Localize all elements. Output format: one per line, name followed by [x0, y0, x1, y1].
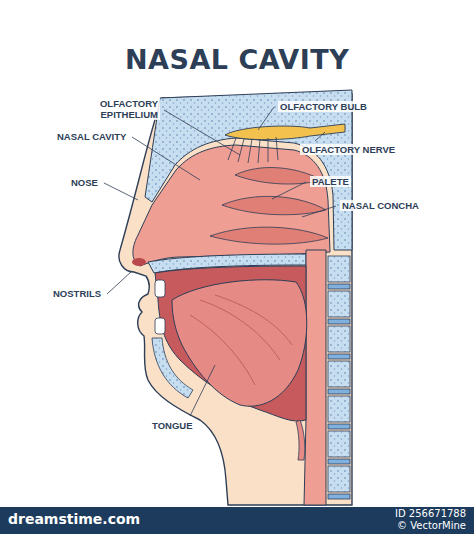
part-label: TONGUE — [150, 420, 194, 431]
diagram-title: NASAL CAVITY — [125, 44, 349, 75]
part-label: OLFACTORY EPITHELIUM — [72, 98, 160, 120]
part-label: NASAL CAVITY — [55, 131, 128, 142]
part-label: OLFACTORY BULB — [278, 101, 369, 112]
part-label: NOSE — [69, 177, 100, 188]
author-credit: © VectorMine — [397, 520, 466, 531]
part-label: NOSTRILS — [51, 288, 103, 299]
watermark: dreamstime.com — [8, 511, 140, 527]
part-label: OLFACTORY NERVE — [300, 144, 397, 155]
part-label: NASAL CONCHA — [340, 200, 421, 211]
image-id: ID 256671788 — [395, 508, 466, 519]
part-label: PALETE — [310, 176, 351, 187]
